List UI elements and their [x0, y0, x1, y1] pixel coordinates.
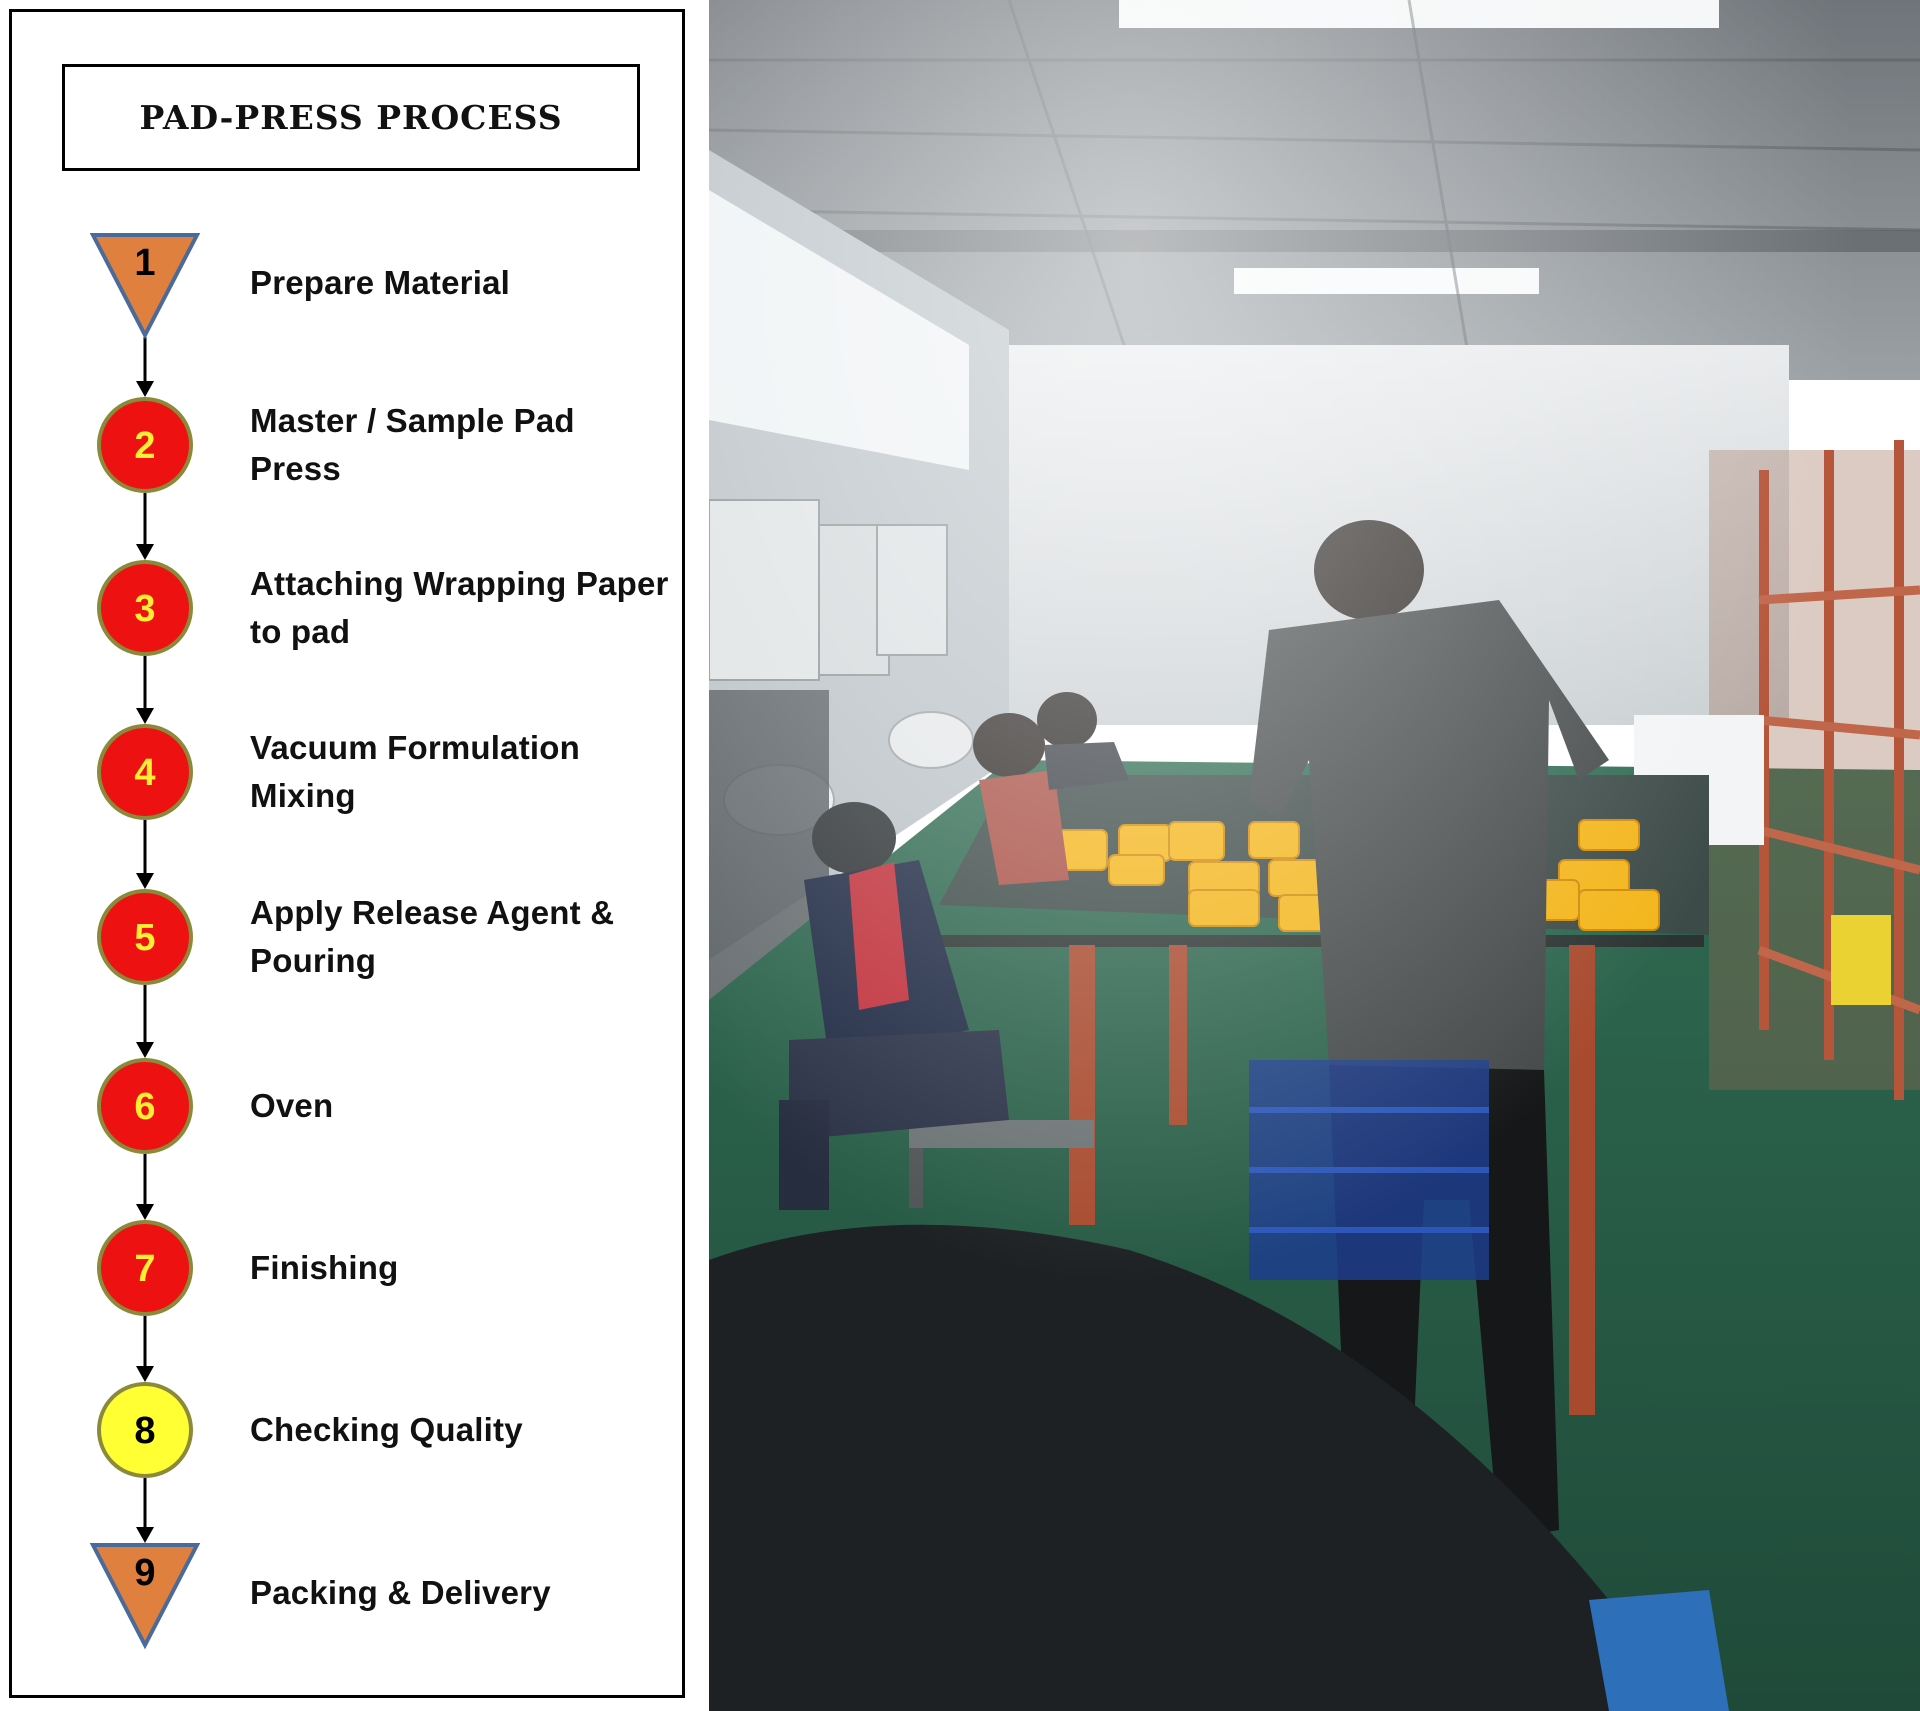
- step-node-1: 1: [89, 233, 201, 340]
- step-node-4: 4: [97, 724, 193, 820]
- step-number: 6: [134, 1086, 155, 1128]
- step-label-1: Prepare Material: [250, 264, 510, 301]
- process-panel: PAD-PRESS PROCESS 1 2 3 4 5 6 7 8 9 Prepare Mate…: [9, 9, 685, 1698]
- step-label-2: Master / Sample Pad Press: [250, 402, 575, 487]
- step-label-3: Attaching Wrapping Paper to pad: [250, 565, 669, 650]
- step-label-4: Vacuum Formulation Mixing: [250, 729, 580, 814]
- step-number: 8: [134, 1410, 155, 1452]
- flow-arrow: [136, 656, 154, 724]
- step-node-9: 9: [89, 1543, 201, 1650]
- step-label-6: Oven: [250, 1087, 334, 1124]
- step-label-9: Packing & Delivery: [250, 1574, 551, 1611]
- step-number: 1: [134, 242, 155, 284]
- workshop-photo: [709, 0, 1920, 1711]
- circle-marker: [97, 724, 193, 820]
- flowchart: 1 2 3 4 5 6 7 8 9: [89, 233, 201, 1650]
- step-node-8: 8: [97, 1382, 193, 1478]
- circle-marker: [97, 560, 193, 656]
- step-number: 9: [134, 1552, 155, 1594]
- circle-marker: [97, 397, 193, 493]
- step-number: 4: [134, 752, 155, 794]
- circle-marker: [97, 1058, 193, 1154]
- diagram-title: PAD-PRESS PROCESS: [139, 98, 563, 137]
- flow-arrow: [136, 337, 154, 397]
- step-number: 5: [134, 917, 155, 959]
- triangle-marker: [89, 1543, 201, 1650]
- step-node-5: 5: [97, 889, 193, 985]
- flow-arrow: [136, 820, 154, 889]
- step-label-5: Apply Release Agent & Pouring: [250, 894, 615, 979]
- flow-arrow: [136, 1478, 154, 1543]
- circle-marker: [97, 1220, 193, 1316]
- step-node-7: 7: [97, 1220, 193, 1316]
- triangle-marker: [89, 233, 201, 340]
- step-label-8: Checking Quality: [250, 1411, 523, 1448]
- step-number: 3: [134, 588, 155, 630]
- flow-arrow: [136, 985, 154, 1058]
- step-label-7: Finishing: [250, 1249, 399, 1286]
- circle-marker: [97, 889, 193, 985]
- flow-arrow: [136, 493, 154, 560]
- step-number: 7: [134, 1248, 155, 1290]
- circle-marker: [97, 1382, 193, 1478]
- step-node-2: 2: [97, 397, 193, 493]
- step-node-3: 3: [97, 560, 193, 656]
- step-number: 2: [134, 425, 155, 467]
- step-node-6: 6: [97, 1058, 193, 1154]
- title-box: PAD-PRESS PROCESS: [62, 64, 640, 171]
- flow-arrow: [136, 1154, 154, 1220]
- flow-arrow: [136, 1316, 154, 1382]
